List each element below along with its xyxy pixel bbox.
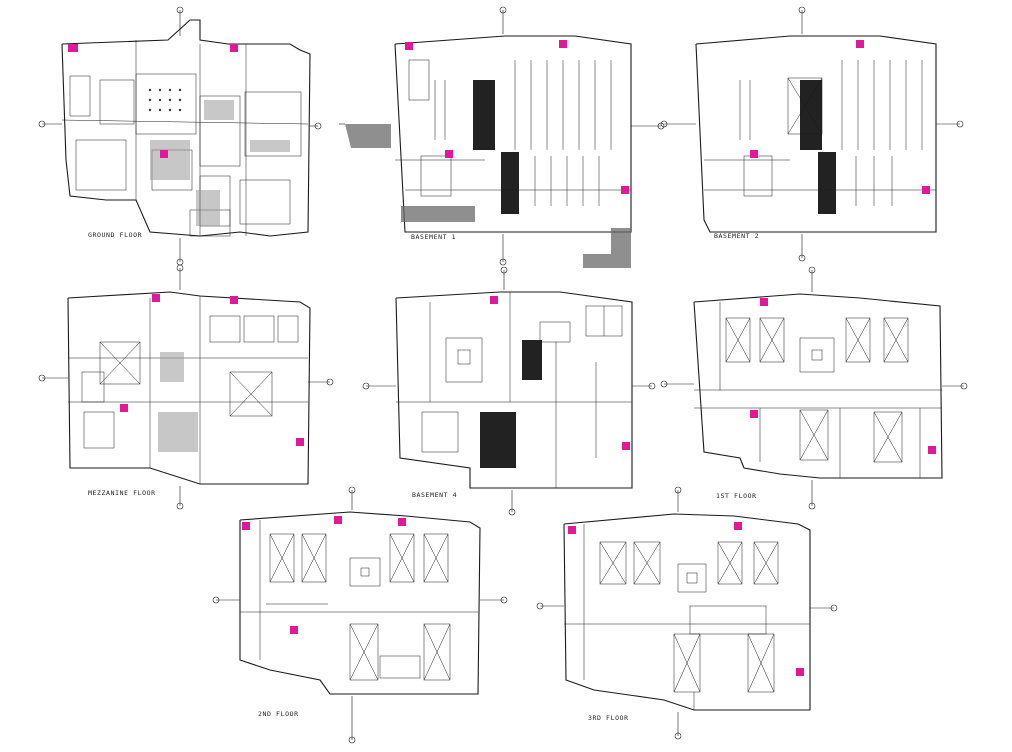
2nd-floor-label: 2ND FLOOR: [258, 710, 299, 718]
ground-floor-label: GROUND FLOOR: [88, 231, 143, 239]
1st-floor-plan: 1ST FLOOR: [660, 262, 980, 512]
ground-floor-plan: GROUND FLOOR: [38, 0, 322, 266]
basement-2-label: BASEMENT 2: [714, 232, 760, 240]
2nd-floor-plan: 2ND FLOOR: [210, 484, 520, 750]
3rd-floor-label: 3RD FLOOR: [588, 714, 629, 722]
basement-4-plan: BASEMENT 4: [360, 262, 660, 517]
1st-floor-label: 1ST FLOOR: [716, 492, 757, 500]
3rd-floor-plan: 3RD FLOOR: [534, 484, 854, 750]
basement-1-plan: BASEMENT 1: [335, 0, 665, 275]
basement-4-label: BASEMENT 4: [412, 491, 458, 499]
mezzanine-floor-plan: MEZZANINE FLOOR: [38, 262, 340, 512]
basement-2-plan: BASEMENT 2: [660, 0, 990, 265]
mezzanine-floor-label: MEZZANINE FLOOR: [88, 489, 156, 497]
basement-1-label: BASEMENT 1: [411, 233, 457, 241]
